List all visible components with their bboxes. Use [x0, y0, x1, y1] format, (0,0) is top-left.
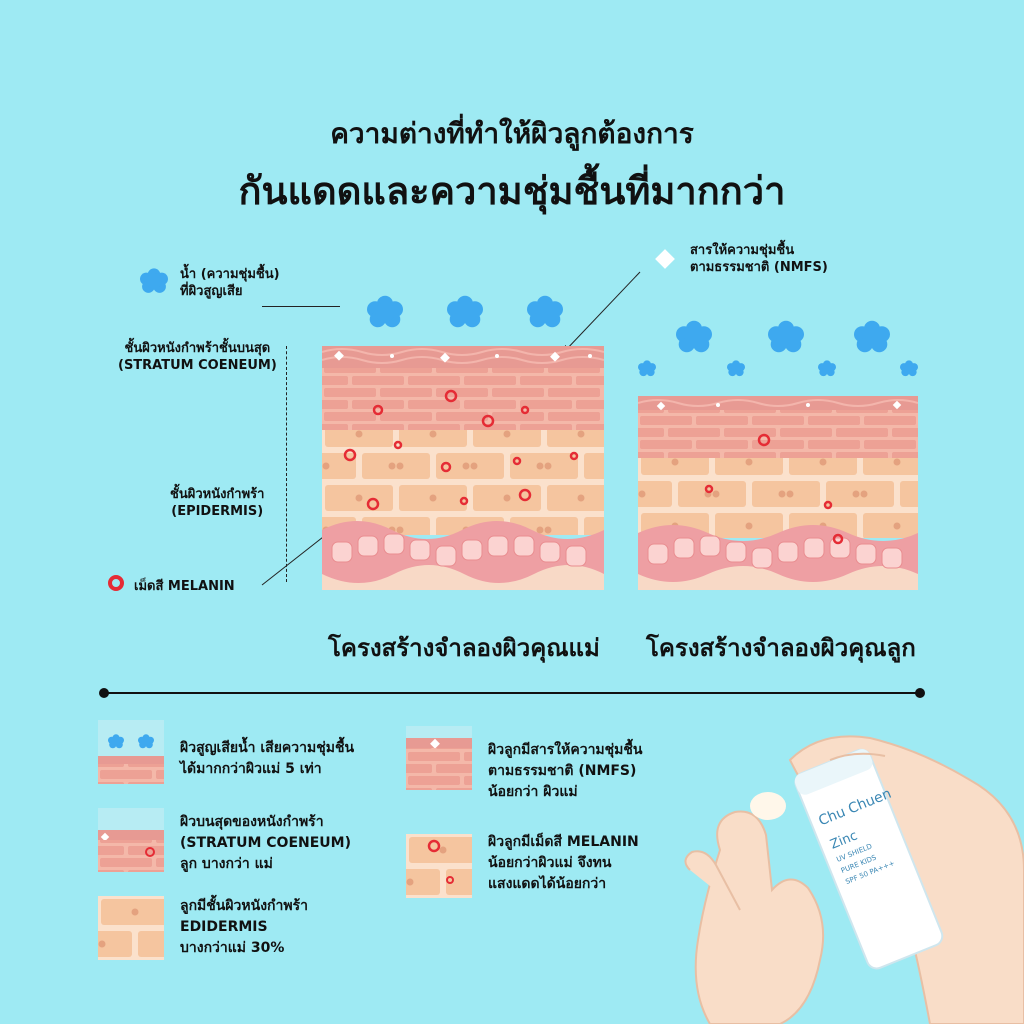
- title-line-2: กันแดดและความชุ่มชื้นที่มากกว่า: [238, 169, 786, 213]
- water-cloud-icon: [447, 295, 483, 328]
- water-cloud-icon: [854, 320, 890, 353]
- water-loss-label: น้ำ (ความชุ่มชื้น)ที่ผิวสูญเสีย: [180, 267, 280, 299]
- melanin-label: เม็ดสี MELANIN: [134, 579, 235, 594]
- legend-thumb-stratum: [98, 808, 164, 872]
- child-skin-diagram: [638, 320, 918, 590]
- water-loss-pointer: [262, 306, 340, 307]
- water-cloud-icon: [818, 360, 836, 377]
- divider-end-left: [99, 688, 109, 698]
- mother-skin-diagram: [322, 295, 604, 590]
- water-cloud-icon: [367, 295, 403, 328]
- water-cloud-icon: [768, 320, 804, 353]
- legend-text-nmfs: ผิวลูกมีสารให้ความชุ่มชื้นตามธรรมชาติ (N…: [488, 742, 643, 800]
- water-cloud-icon: [676, 320, 712, 353]
- water-cloud-icon: [638, 360, 656, 377]
- stratum-label: ชั้นผิวหนังกำพร้าชั้นบนสุด(STRATUM COENE…: [118, 341, 277, 373]
- caption-mother: โครงสร้างจำลองผิวคุณแม่: [328, 634, 600, 662]
- divider-end-right: [915, 688, 925, 698]
- epidermis-label: ชั้นผิวหนังกำพร้า(EPIDERMIS): [170, 487, 265, 519]
- epidermis-bracket: [286, 372, 287, 582]
- legend-text-water: ผิวสูญเสียน้ำ เสียความชุ่มชื้นได้มากกว่า…: [180, 740, 355, 777]
- title-line-1: ความต่างที่ทำให้ผิวลูกต้องการ: [330, 117, 694, 150]
- section-divider: [104, 692, 920, 694]
- hands-product-illustration: Chu Chuen Zinc UV SHIELD PURE KIDS SPF 5…: [684, 735, 1024, 1024]
- caption-child: โครงสร้างจำลองผิวคุณลูก: [646, 634, 916, 662]
- legend-thumb-epidermis: [98, 896, 164, 960]
- water-cloud-icon: [727, 360, 745, 377]
- legend-thumb-nmfs: [406, 726, 472, 790]
- water-cloud-icon: [527, 295, 563, 328]
- legend-thumb-water: [98, 720, 164, 784]
- stratum-bracket: [286, 346, 287, 370]
- melanin-icon: [108, 575, 124, 591]
- nmfs-label: สารให้ความชุ่มชื้นตามธรรมชาติ (NMFS): [690, 243, 828, 275]
- legend-thumb-melanin: [406, 834, 472, 898]
- legend-text-stratum: ผิวบนสุดของหนังกำพร้า(STRATUM COENEUM)ลู…: [180, 814, 352, 872]
- water-cloud-icon: [900, 360, 918, 377]
- sunscreen-tube: Chu Chuen Zinc UV SHIELD PURE KIDS SPF 5…: [794, 748, 944, 970]
